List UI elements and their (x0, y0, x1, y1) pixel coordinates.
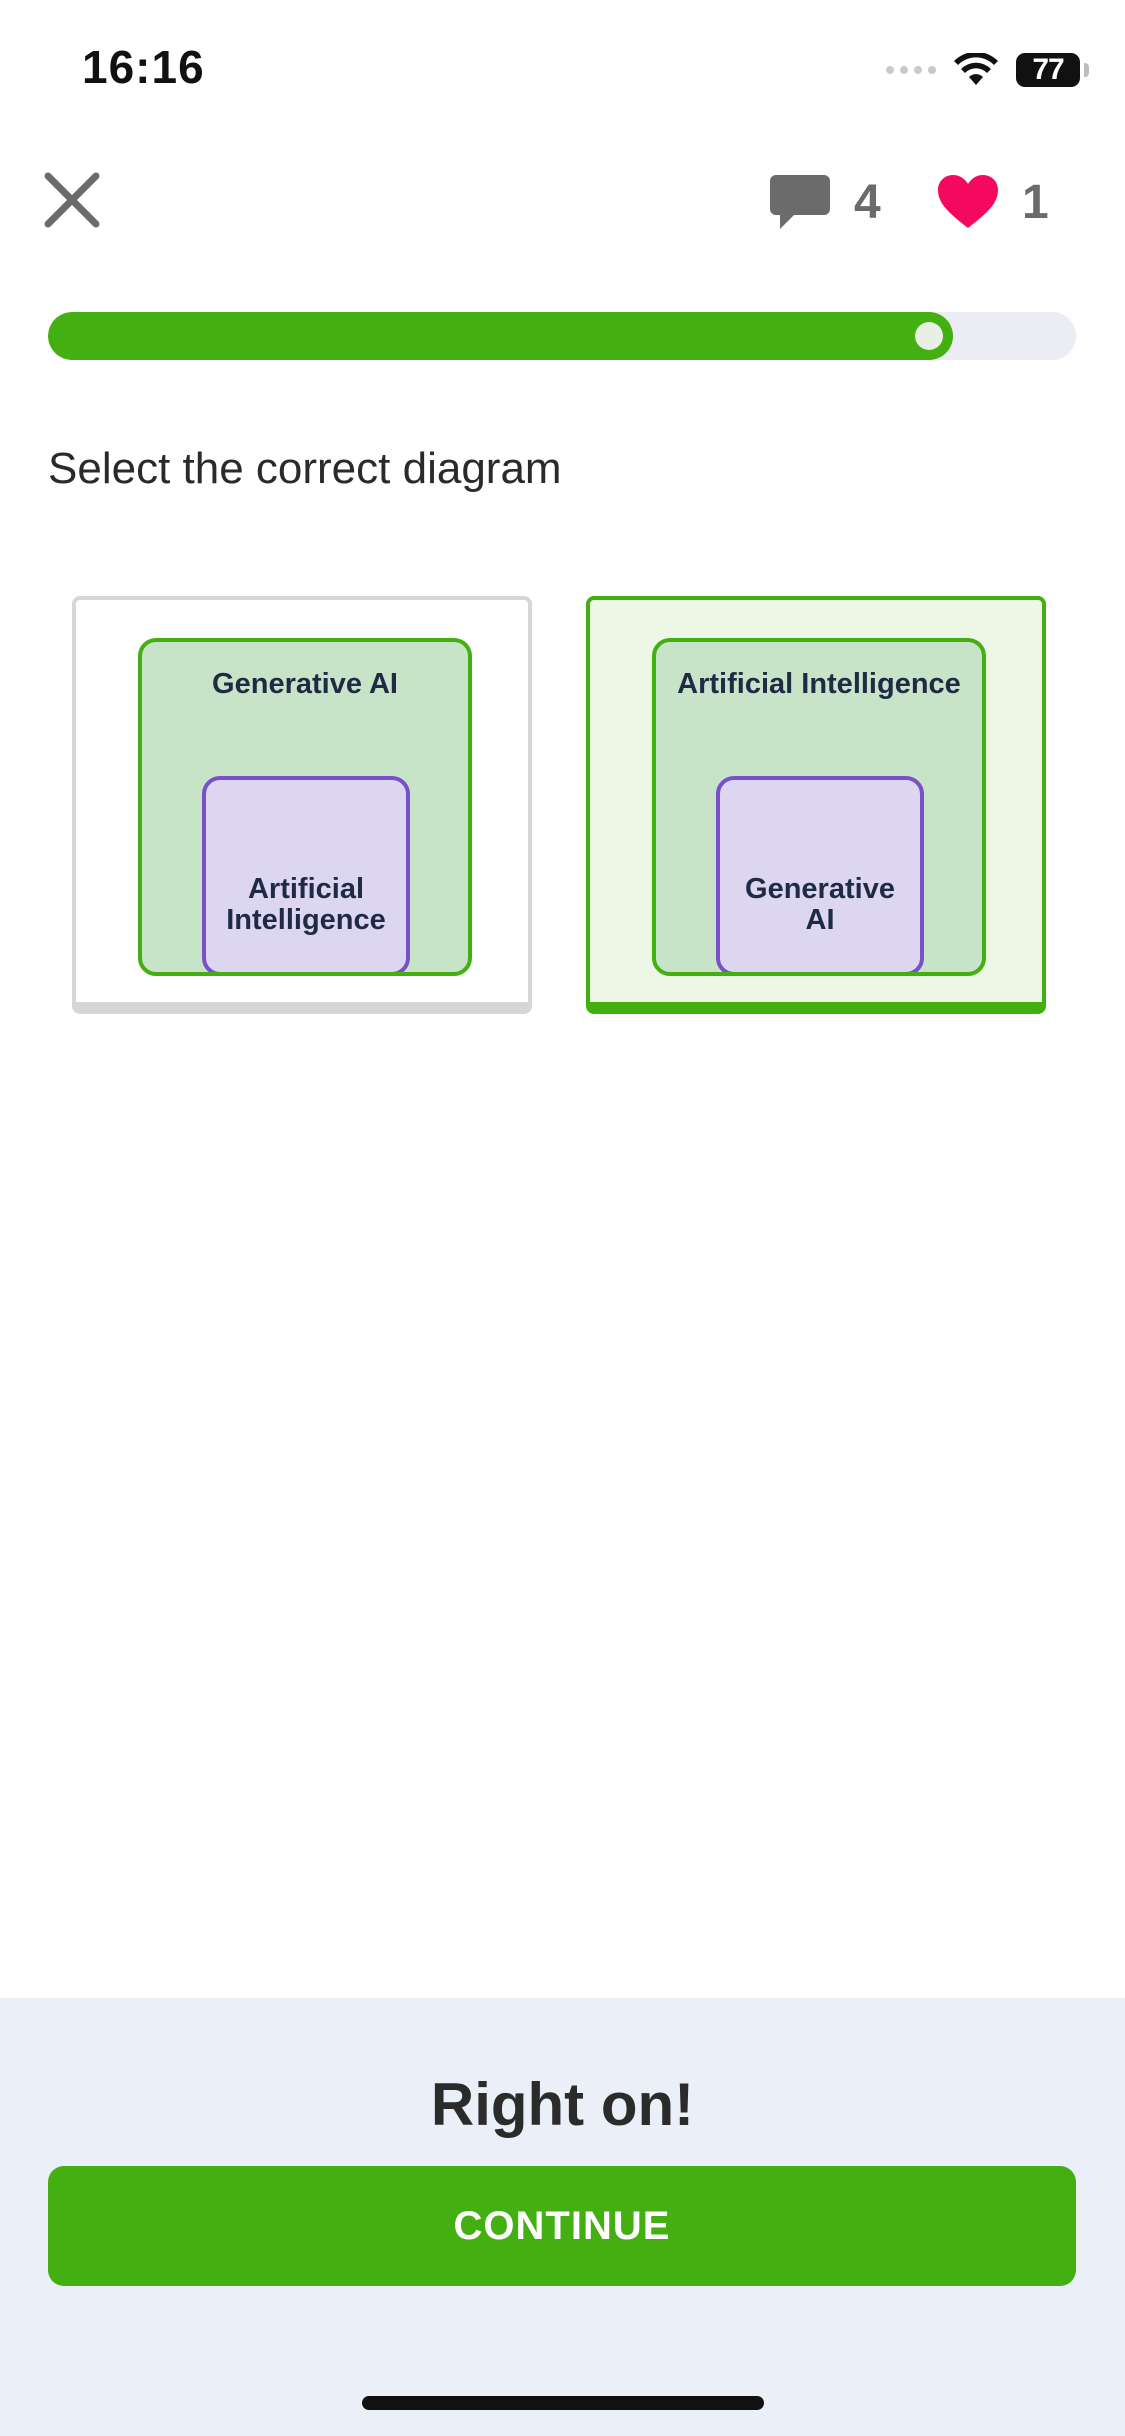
inner-box-label: Artificial Intelligence (226, 873, 386, 936)
question-prompt: Select the correct diagram (48, 444, 562, 493)
outer-box: Artificial Intelligence Generative AI (652, 638, 986, 976)
hearts-count: 1 (1022, 175, 1049, 229)
outer-box-label: Artificial Intelligence (677, 668, 961, 700)
inner-box: Generative AI (716, 776, 924, 972)
diagram-option-2-selected[interactable]: Artificial Intelligence Generative AI (586, 596, 1046, 1014)
home-indicator[interactable] (362, 2396, 764, 2410)
status-time: 16:16 (82, 41, 205, 93)
lesson-progress-bar (48, 312, 1076, 360)
comments-counter[interactable]: 4 (768, 170, 881, 234)
close-icon (44, 172, 100, 228)
status-icons: 77 (886, 48, 1089, 92)
outer-box: Generative AI Artificial Intelligence (138, 638, 472, 976)
close-button[interactable] (42, 170, 102, 230)
hearts-counter[interactable]: 1 (936, 170, 1049, 234)
outer-box-label: Generative AI (212, 668, 398, 700)
diagram-option-1[interactable]: Generative AI Artificial Intelligence (72, 596, 532, 1014)
feedback-title: Right on! (430, 2071, 695, 2138)
progress-knob (915, 322, 943, 350)
battery-icon: 77 (1016, 53, 1089, 87)
inner-box: Artificial Intelligence (202, 776, 410, 972)
continue-button[interactable]: CONTINUE (48, 2166, 1076, 2286)
battery-level: 77 (1032, 53, 1064, 86)
inner-box-label: Generative AI (745, 873, 895, 936)
progress-fill (48, 312, 953, 360)
wifi-icon (954, 53, 998, 85)
cellular-signal-icon (886, 66, 936, 74)
heart-icon (938, 175, 998, 228)
comments-count: 4 (854, 175, 881, 229)
comment-icon (770, 175, 830, 229)
